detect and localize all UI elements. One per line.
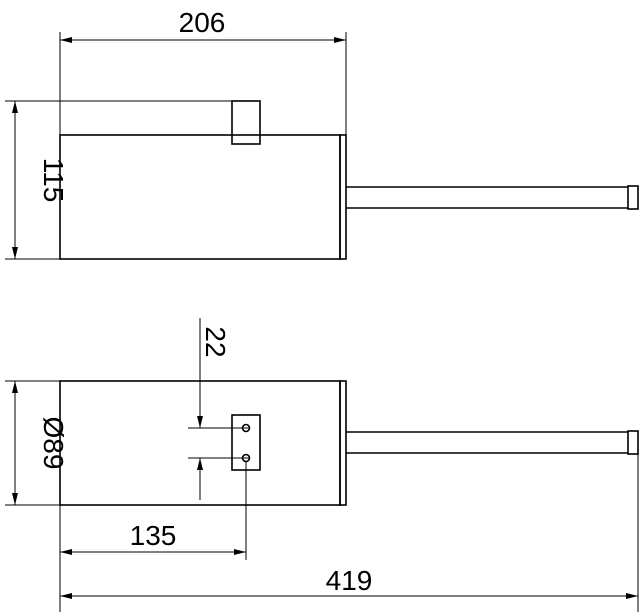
side-view-end-plate bbox=[339, 134, 347, 260]
dim-hole-offset-label: 135 bbox=[130, 520, 177, 551]
dim-diameter: Ø89 bbox=[5, 380, 69, 506]
side-view bbox=[59, 100, 639, 260]
dim-total-length-label: 419 bbox=[326, 565, 373, 596]
dim-hole-spacing: 22 bbox=[188, 318, 250, 500]
dim-top-width-label: 206 bbox=[179, 7, 226, 38]
plan-view-end-plate bbox=[339, 380, 347, 506]
dim-top-height-label: 115 bbox=[38, 158, 69, 203]
dim-hole-spacing-label: 22 bbox=[200, 326, 231, 357]
plan-view bbox=[59, 380, 639, 506]
plan-view-rod-cap bbox=[627, 430, 639, 455]
dim-top-width: 206 bbox=[59, 7, 347, 135]
side-view-body bbox=[59, 134, 341, 260]
side-view-clip bbox=[231, 100, 261, 145]
dim-diameter-label: Ø89 bbox=[38, 417, 69, 470]
dim-total-length: 419 bbox=[60, 454, 639, 612]
dim-top-height: 115 bbox=[5, 100, 232, 260]
dim-hole-offset: 135 bbox=[59, 462, 247, 612]
side-view-rod-cap bbox=[627, 185, 639, 210]
